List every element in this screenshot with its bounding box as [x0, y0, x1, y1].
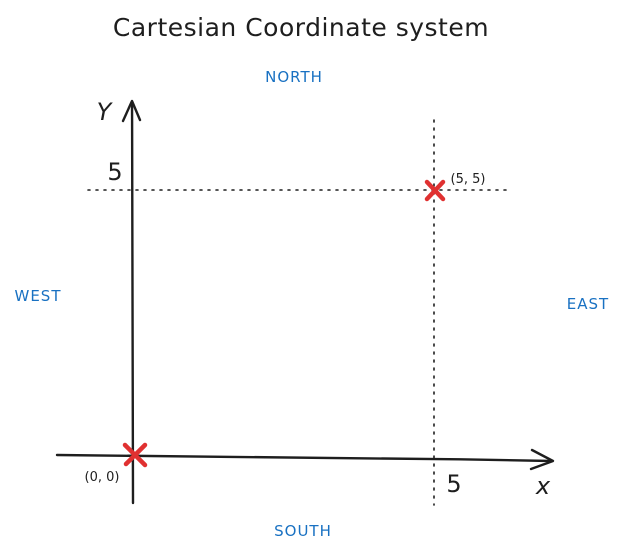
x-axis-label: x [535, 472, 551, 500]
point-label-5-5: (5, 5) [451, 172, 486, 187]
y-axis-arrowhead [121, 99, 142, 123]
x-axis [55, 453, 554, 463]
point-marker-origin [122, 442, 148, 468]
x-tick-5: 5 [446, 470, 461, 498]
point-label-origin: (0, 0) [85, 470, 120, 485]
x-axis-arrowhead [529, 448, 555, 471]
point-marker-5-5 [424, 179, 446, 202]
y-tick-5: 5 [107, 158, 122, 186]
y-axis [130, 100, 135, 505]
east-label: EAST [567, 295, 609, 313]
west-label: WEST [15, 287, 62, 305]
south-label: SOUTH [274, 522, 332, 540]
y-axis-label: Y [97, 98, 114, 126]
north-label: NORTH [265, 68, 323, 86]
diagram-title: Cartesian Coordinate system [113, 13, 489, 42]
